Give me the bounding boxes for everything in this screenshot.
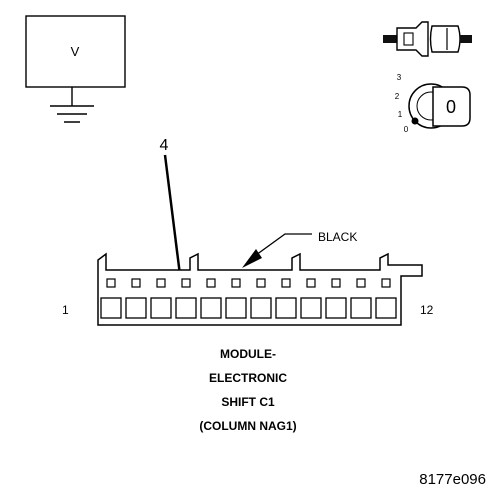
connector-left-pin-label: 1: [62, 303, 69, 317]
caption-line-2: ELECTRONIC: [209, 371, 287, 385]
pin-cavity-6: [225, 297, 247, 319]
wire-color-label: BLACK: [318, 230, 357, 244]
voltmeter-symbol: V: [25, 15, 126, 123]
ignition-position-0: 0: [404, 125, 409, 134]
pin-cavity-2: [125, 297, 147, 319]
ignition-position-2: 2: [395, 92, 400, 101]
pin-cavity-1: [100, 297, 122, 319]
upper-cavity-8: [281, 278, 291, 288]
ignition-position-3: 3: [397, 73, 402, 82]
ignition-key-label: 0: [446, 97, 456, 117]
pin-cavity-12: [375, 297, 397, 319]
voltmeter-label: V: [71, 44, 80, 59]
pin-cavity-9: [300, 297, 322, 319]
caption-line-4: (COLUMN NAG1): [199, 419, 296, 433]
upper-cavity-5: [206, 278, 216, 288]
wire-color-callout: BLACK: [242, 230, 357, 268]
pin-cavity-7: [250, 297, 272, 319]
voltmeter-box: [25, 15, 126, 88]
upper-cavity-2: [131, 278, 141, 288]
figure-id: 8177e096: [419, 471, 486, 488]
pin-cavity-3: [150, 297, 172, 319]
upper-cavity-3: [156, 278, 166, 288]
caption-line-3: SHIFT C1: [221, 395, 275, 409]
arrow-head-icon: [242, 249, 262, 268]
ignition-indicator-dot: [411, 117, 419, 125]
upper-cavity-11: [356, 278, 366, 288]
pin-cavity-10: [325, 297, 347, 319]
upper-cavity-10: [331, 278, 341, 288]
pin-cavity-11: [350, 297, 372, 319]
pin-cavity-4: [175, 297, 197, 319]
connector-caption: MODULE- ELECTRONIC SHIFT C1 (COLUMN NAG1…: [199, 347, 296, 433]
pin-cavity-8: [275, 297, 297, 319]
lower-cavity-row: [100, 297, 397, 319]
upper-cavity-1: [106, 278, 116, 288]
connector-right-pin-label: 12: [420, 303, 434, 317]
caption-line-1: MODULE-: [220, 347, 276, 361]
upper-cavity-6: [231, 278, 241, 288]
upper-cavity-4: [181, 278, 191, 288]
upper-cavity-7: [256, 278, 266, 288]
ignition-position-1: 1: [398, 110, 403, 119]
pin-callout-label: 4: [160, 137, 169, 154]
upper-cavity-row: [106, 278, 391, 288]
pin-cavity-5: [200, 297, 222, 319]
connector-c1: [97, 252, 423, 326]
connector-disconnect-icon: [383, 21, 472, 57]
upper-cavity-12: [381, 278, 391, 288]
upper-cavity-9: [306, 278, 316, 288]
ignition-switch-icon: 3 2 1 0 0: [395, 73, 471, 134]
